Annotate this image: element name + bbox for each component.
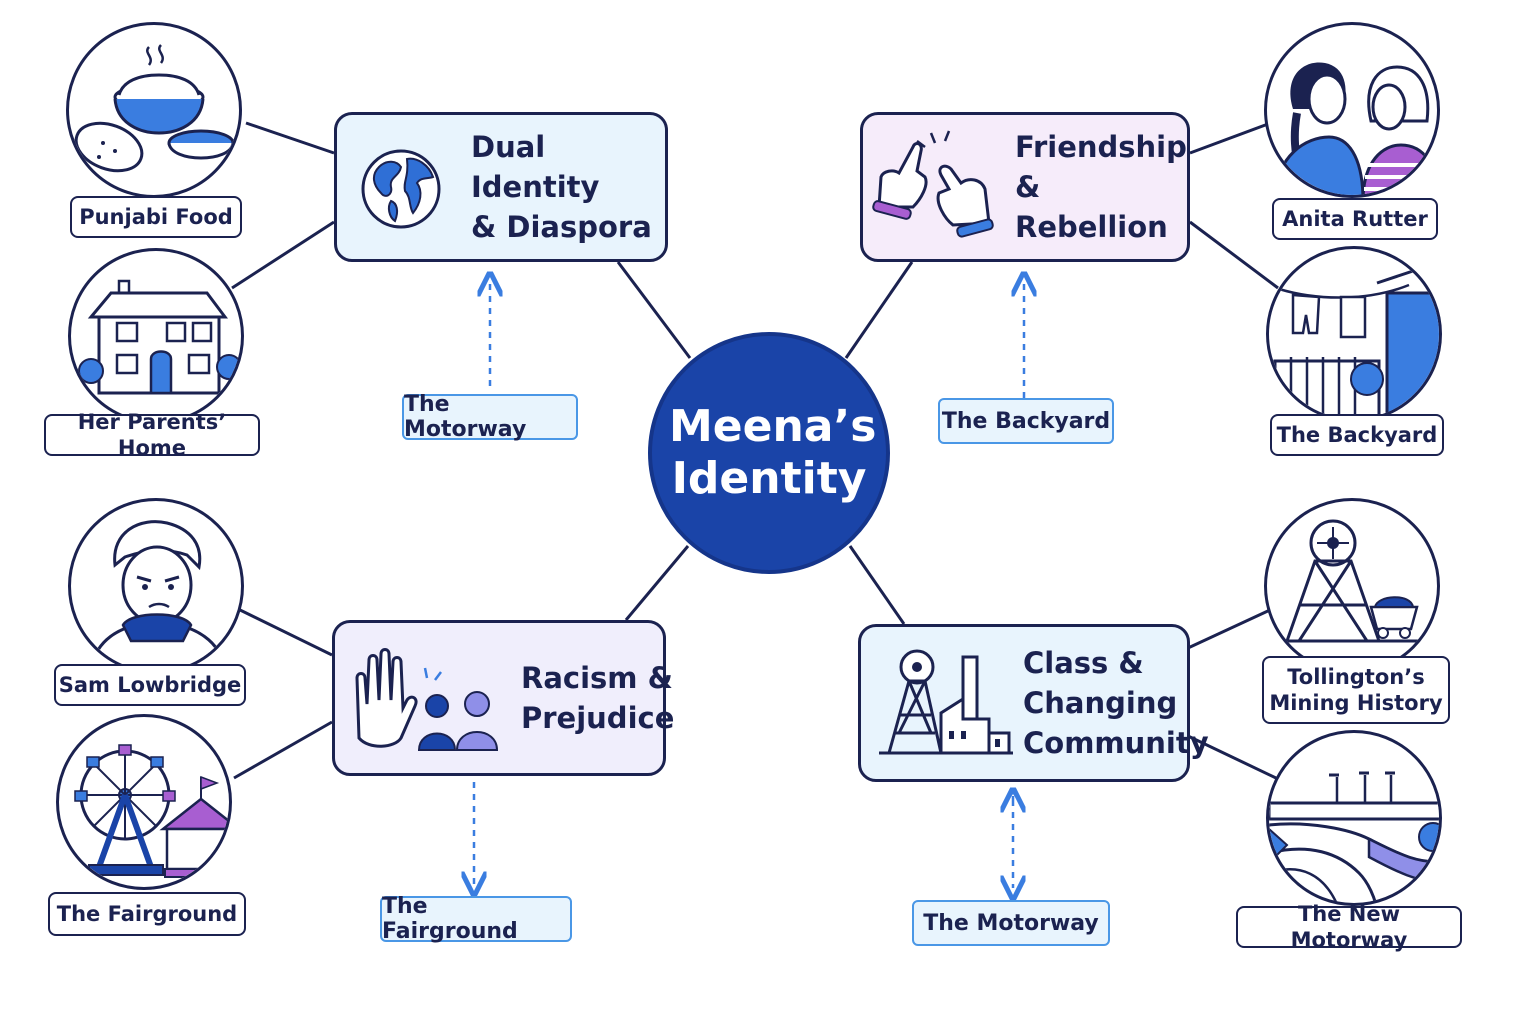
example-label[interactable]: The New Motorway — [1236, 902, 1462, 952]
location-tag[interactable]: The Motorway — [402, 392, 578, 442]
theme-title-line1: Class & — [1023, 646, 1144, 680]
house-icon — [78, 279, 241, 395]
mine-factory-icon — [879, 649, 1013, 755]
location-tag[interactable]: The Backyard — [938, 398, 1114, 444]
theme-dual-identity[interactable]: Dual Identity & Diaspora — [334, 112, 668, 262]
center-title-line1: Meena’s — [669, 401, 877, 452]
theme-title-line2: Rebellion — [1015, 210, 1168, 244]
example-label[interactable]: The Fairground — [48, 892, 246, 936]
pinky-promise-icon — [872, 130, 994, 238]
theme-friendship[interactable]: Friendship & Rebellion — [860, 112, 1190, 262]
example-label-line2: Mining History — [1269, 691, 1443, 715]
center-title-line2: Identity — [671, 453, 867, 504]
example-label[interactable]: Sam Lowbridge — [54, 664, 246, 706]
theme-title-line2: Changing — [1023, 686, 1178, 720]
example-label[interactable]: Her Parents’ Home — [44, 410, 260, 460]
theme-racism[interactable]: Racism & Prejudice — [332, 620, 674, 776]
example-circle-anita — [1264, 22, 1440, 198]
mine-headframe-icon — [1277, 519, 1437, 643]
location-tag[interactable]: The Fairground — [380, 894, 572, 944]
theme-title-line2: & Diaspora — [471, 210, 652, 244]
example-label[interactable]: Anita Rutter — [1272, 198, 1438, 240]
example-circle-punjabi-food — [66, 22, 242, 198]
food-bowls-icon — [74, 44, 235, 173]
example-label[interactable]: Punjabi Food — [70, 196, 242, 238]
example-circle-mining — [1264, 498, 1440, 674]
raised-hand-icon — [355, 648, 499, 751]
example-circle-sam — [68, 498, 244, 674]
theme-title-line2: Prejudice — [521, 701, 675, 735]
theme-title-line1: Racism & — [521, 661, 673, 695]
example-circle-fairground — [56, 714, 232, 890]
example-circle-new-motorway — [1266, 730, 1442, 906]
location-tag[interactable]: The Motorway — [912, 900, 1110, 946]
example-circle-backyard — [1266, 246, 1442, 422]
two-girls-icon — [1273, 62, 1437, 195]
example-label-line1: Tollington’s — [1287, 665, 1425, 689]
theme-title-line1: Dual Identity — [471, 130, 600, 204]
example-label[interactable]: The Backyard — [1270, 414, 1444, 456]
globe-icon — [361, 149, 441, 229]
washing-line-icon — [1273, 267, 1439, 419]
example-circle-parents-home — [68, 248, 244, 424]
boy-portrait-icon — [89, 520, 227, 671]
theme-title-line1: Friendship & — [1015, 130, 1187, 204]
ferris-wheel-icon — [74, 744, 229, 878]
theme-title-line3: Community — [1023, 726, 1209, 760]
motorway-bridge-icon — [1269, 771, 1439, 903]
